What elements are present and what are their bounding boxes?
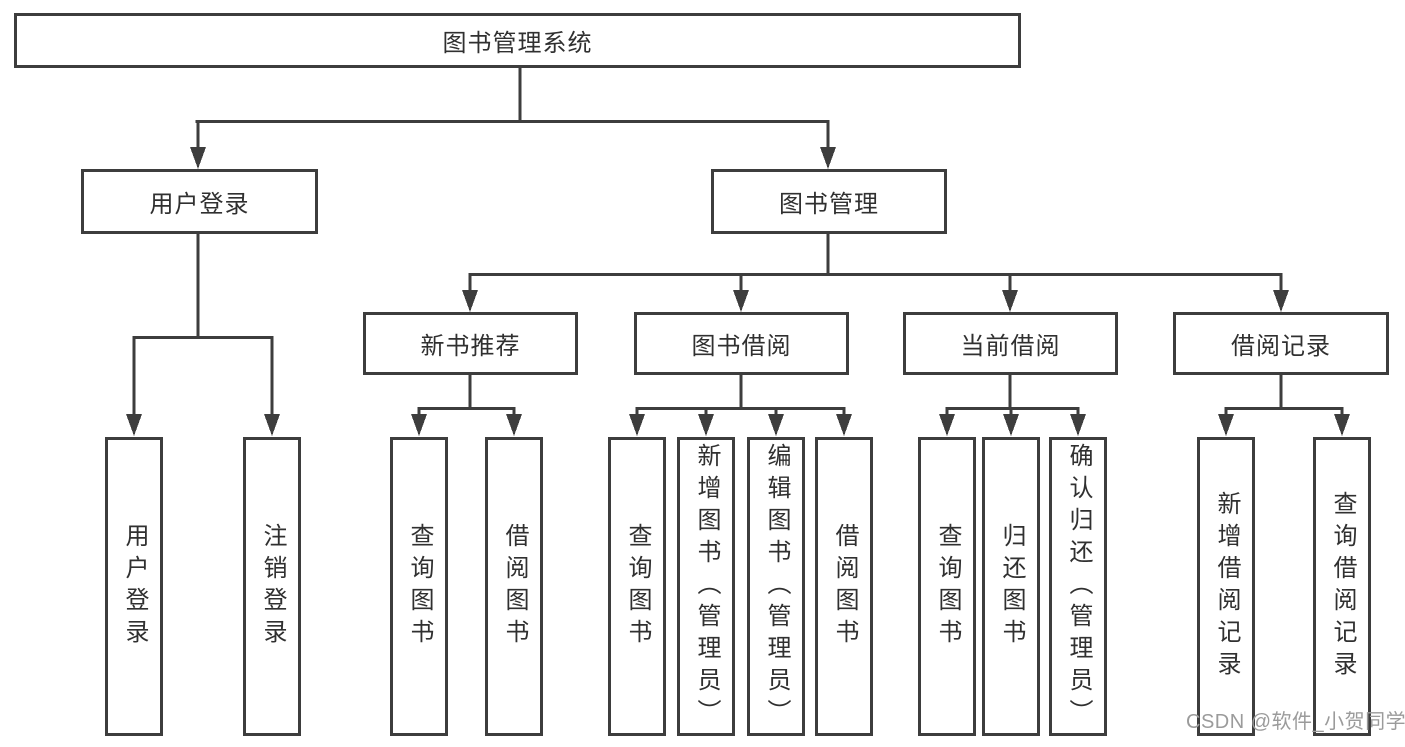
- leaf-borrow-books-recommend: 借阅图书: [485, 437, 543, 736]
- leaf-confirm-return-admin: 确认归还（管理员）: [1049, 437, 1107, 736]
- leaf-query-borrow-record: 查询借阅记录: [1313, 437, 1371, 736]
- node-book-management: 图书管理: [711, 169, 947, 234]
- leaf-edit-book-admin: 编辑图书（管理员）: [747, 437, 805, 736]
- leaf-query-books-borrowing: 查询图书: [608, 437, 666, 736]
- leaf-query-books-current: 查询图书: [918, 437, 976, 736]
- leaf-return-books: 归还图书: [982, 437, 1040, 736]
- leaf-add-book-admin: 新增图书（管理员）: [677, 437, 735, 736]
- node-book-borrowing: 图书借阅: [634, 312, 849, 375]
- leaf-query-books-recommend: 查询图书: [390, 437, 448, 736]
- node-library-management-system: 图书管理系统: [14, 13, 1021, 68]
- node-new-book-recommendation: 新书推荐: [363, 312, 578, 375]
- node-borrowing-records: 借阅记录: [1173, 312, 1389, 375]
- leaf-user-login: 用户登录: [105, 437, 163, 736]
- leaf-borrow-books-borrowing: 借阅图书: [815, 437, 873, 736]
- watermark: CSDN @软件_小贺同学: [1186, 711, 1405, 733]
- node-user-login: 用户登录: [81, 169, 318, 234]
- node-current-borrowing: 当前借阅: [903, 312, 1118, 375]
- leaf-logout: 注销登录: [243, 437, 301, 736]
- leaf-add-borrow-record: 新增借阅记录: [1197, 437, 1255, 736]
